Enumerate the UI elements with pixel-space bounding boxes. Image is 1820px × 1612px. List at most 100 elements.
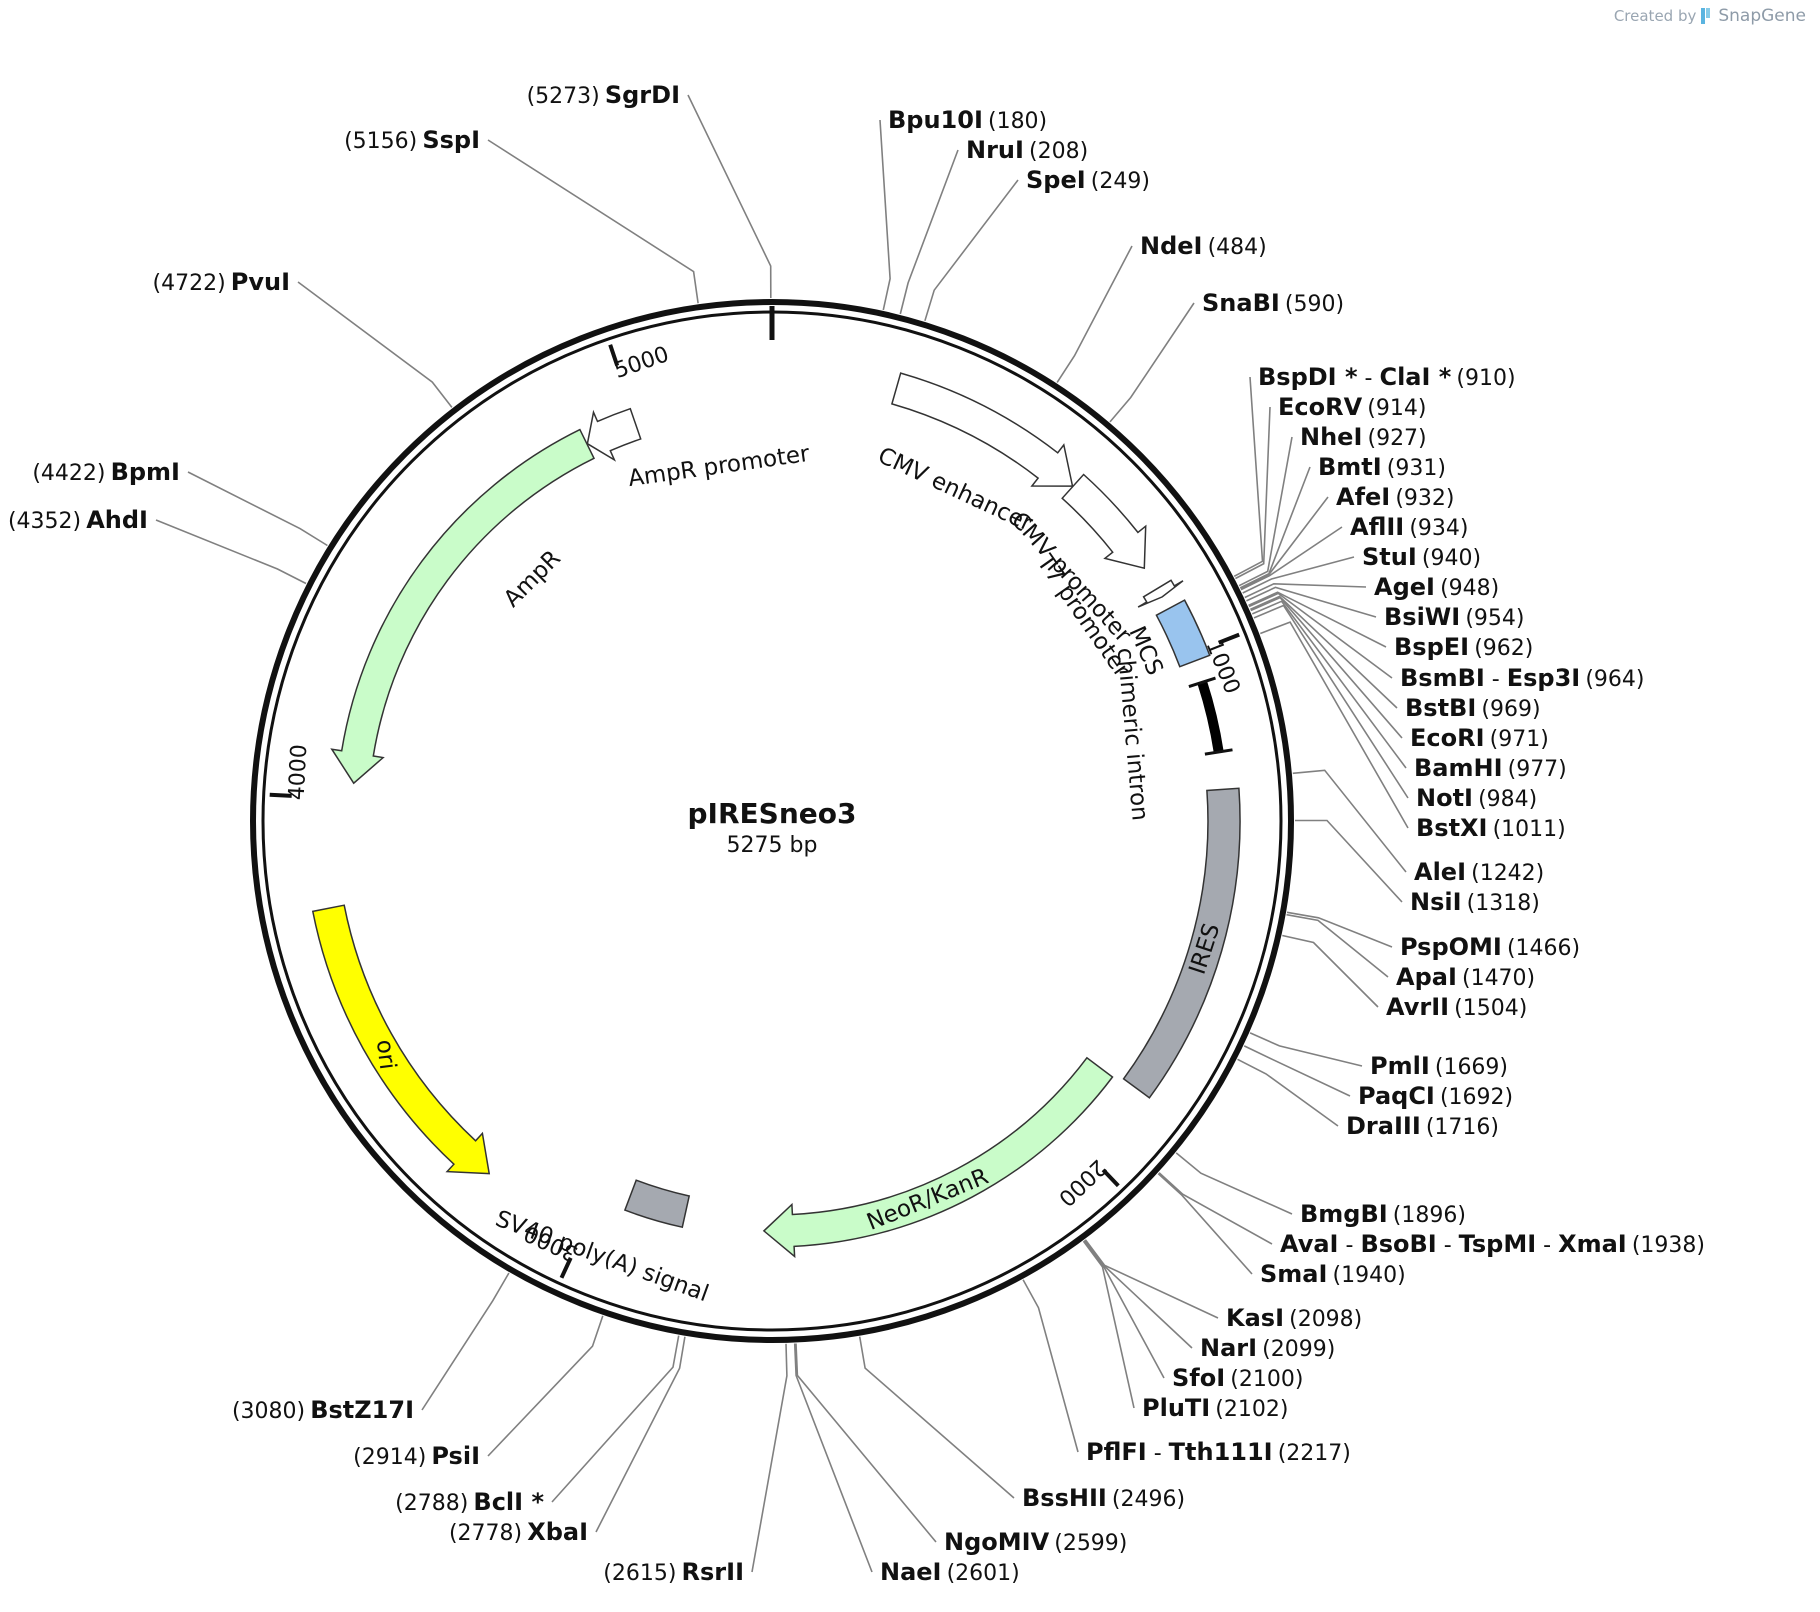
- site-position-bstxi: (1011): [1493, 817, 1566, 842]
- site-bsmbi: BsmBI - Esp3I (964): [1248, 592, 1645, 692]
- site-ecori: EcoRI (971): [1250, 596, 1549, 752]
- site-enzyme-bpu10i: Bpu10I: [888, 106, 983, 134]
- site-position-smai: (1940): [1333, 1263, 1406, 1288]
- site-leader-pmli: [1249, 1032, 1363, 1067]
- site-enzyme-bsobi: BsoBI: [1360, 1230, 1436, 1258]
- site-separator: -: [1485, 667, 1507, 692]
- site-nrui: NruI (208): [899, 136, 1088, 315]
- site-label-bstz17i: (3080) BstZ17I: [232, 1396, 414, 1424]
- site-enzyme-bpmi: BpmI: [111, 458, 180, 486]
- site-label-sgrdi: (5273) SgrDI: [527, 81, 680, 109]
- feature-cap-chimeric-intron: [1204, 748, 1233, 756]
- site-leader-ecori: [1250, 596, 1403, 739]
- tick-mark-1000: [1217, 632, 1240, 645]
- site-leader-rsrii: [751, 1343, 788, 1573]
- site-position-bmgbi: (1896): [1393, 1203, 1466, 1228]
- site-naei: NaeI (2601): [793, 1343, 1020, 1586]
- site-position-nsii: (1318): [1467, 891, 1540, 916]
- site-label-ndei: NdeI (484): [1140, 232, 1267, 260]
- site-leader-pluti: [1082, 1240, 1135, 1409]
- site-nari: NarI (2099): [1084, 1239, 1335, 1362]
- feature-neor: NeoR/KanR: [762, 1056, 1114, 1259]
- site-leader-ahdi: [155, 519, 307, 585]
- site-enzyme-spei: SpeI: [1026, 166, 1086, 194]
- site-position-rsrii: (2615): [603, 1561, 676, 1586]
- feature-shape-ampr-promoter: [586, 407, 642, 462]
- site-position-ecori: (971): [1490, 727, 1549, 752]
- site-leader-pflfi: [1022, 1279, 1079, 1453]
- feature-shape-chimeric-intron: [1197, 680, 1224, 753]
- site-leader-bsiwi: [1246, 586, 1377, 618]
- site-enzyme-noti: NotI: [1416, 784, 1473, 812]
- site-enzyme-ecori: EcoRI: [1410, 724, 1485, 752]
- site-position-avrii: (1504): [1454, 996, 1527, 1021]
- site-label-pspomi: PspOMI (1466): [1400, 933, 1580, 961]
- site-noti: NotI (984): [1253, 604, 1537, 812]
- site-position-noti: (984): [1478, 787, 1537, 812]
- site-label-ahdi: (4352) AhdI: [8, 506, 148, 534]
- site-sspi: (5156) SspI: [344, 126, 699, 304]
- site-enzyme-aflii: AflII: [1350, 513, 1404, 541]
- site-leader-bstbi: [1249, 595, 1398, 709]
- site-leader-bsshii: [858, 1336, 1015, 1499]
- site-enzyme-ngomiv: NgoMIV: [944, 1528, 1050, 1556]
- site-label-bmti: BmtI (931): [1318, 453, 1446, 481]
- site-bmti: BmtI (931): [1239, 453, 1446, 589]
- site-enzyme-bcli: BclI *: [473, 1488, 544, 1516]
- site-label-bsmbi: BsmBI - Esp3I (964): [1400, 664, 1645, 692]
- site-enzyme-bstz17i: BstZ17I: [310, 1396, 414, 1424]
- site-leader-xbai: [595, 1336, 686, 1533]
- site-position-bsmbi: (964): [1585, 667, 1644, 692]
- site-position-spei: (249): [1091, 169, 1150, 194]
- site-leader-sgrdi: [687, 94, 772, 299]
- site-label-bmgbi: BmgBI (1896): [1300, 1200, 1466, 1228]
- plasmid-center: pIRESneo3 5275 bp: [688, 797, 857, 858]
- site-position-bstbi: (969): [1481, 697, 1540, 722]
- site-label-nari: NarI (2099): [1200, 1334, 1335, 1362]
- feature-ires: IRES: [1122, 787, 1241, 1099]
- site-leader-pvui: [297, 281, 453, 408]
- restriction-site-layer: (5273) SgrDI(5156) SspI(4722) PvuI(4422)…: [8, 81, 1705, 1586]
- site-position-bmti: (931): [1387, 456, 1446, 481]
- site-leader-spei: [924, 179, 1019, 322]
- site-label-nsii: NsiI (1318): [1410, 888, 1540, 916]
- tick-mark-5000: [608, 344, 620, 367]
- site-label-bstbi: BstBI (969): [1405, 694, 1541, 722]
- site-leader-nrui: [899, 149, 959, 315]
- site-label-pvui: (4722) PvuI: [153, 268, 291, 296]
- feature-ori: ori: [311, 904, 491, 1175]
- site-label-ecori: EcoRI (971): [1410, 724, 1549, 752]
- site-enzyme-afei: AfeI: [1336, 483, 1390, 511]
- site-position-kasi: (2098): [1289, 1307, 1362, 1332]
- site-bpu10i: Bpu10I (180): [879, 106, 1047, 311]
- site-leader-sspi: [487, 139, 699, 304]
- site-position-ecorv: (914): [1367, 396, 1426, 421]
- site-separator: -: [1437, 1233, 1459, 1258]
- site-bsshii: BssHII (2496): [858, 1336, 1185, 1512]
- site-enzyme-nari: NarI: [1200, 1334, 1257, 1362]
- site-position-ngomiv: (2599): [1054, 1531, 1127, 1556]
- site-separator: -: [1339, 1233, 1361, 1258]
- site-leader-bstz17i: [421, 1272, 510, 1411]
- site-pluti: PluTI (2102): [1082, 1240, 1288, 1422]
- site-label-paqci: PaqCI (1692): [1358, 1082, 1513, 1110]
- plasmid-size: 5275 bp: [727, 833, 818, 858]
- feature-shape-ires: [1122, 787, 1241, 1099]
- site-bmgbi: BmgBI (1896): [1175, 1152, 1466, 1228]
- site-leader-ecorv: [1235, 406, 1271, 580]
- tick-mark-3000: [559, 1257, 573, 1279]
- site-enzyme-nsii: NsiI: [1410, 888, 1462, 916]
- site-position-stui: (940): [1422, 546, 1481, 571]
- site-leader-bspei: [1248, 591, 1387, 648]
- tick-label-2000: 2000: [1053, 1154, 1111, 1211]
- site-leader-stui: [1242, 556, 1355, 594]
- site-position-sfoi: (2100): [1230, 1367, 1303, 1392]
- site-leader-bamhi: [1251, 600, 1407, 769]
- site-label-pluti: PluTI (2102): [1142, 1394, 1288, 1422]
- site-leader-bpmi: [187, 471, 328, 547]
- site-position-bcli: (2788): [395, 1491, 468, 1516]
- site-enzyme-pflfi: PflFI: [1086, 1438, 1147, 1466]
- credit-brand: SnapGene: [1718, 6, 1806, 26]
- site-bstxi: BstXI (1011): [1260, 621, 1566, 842]
